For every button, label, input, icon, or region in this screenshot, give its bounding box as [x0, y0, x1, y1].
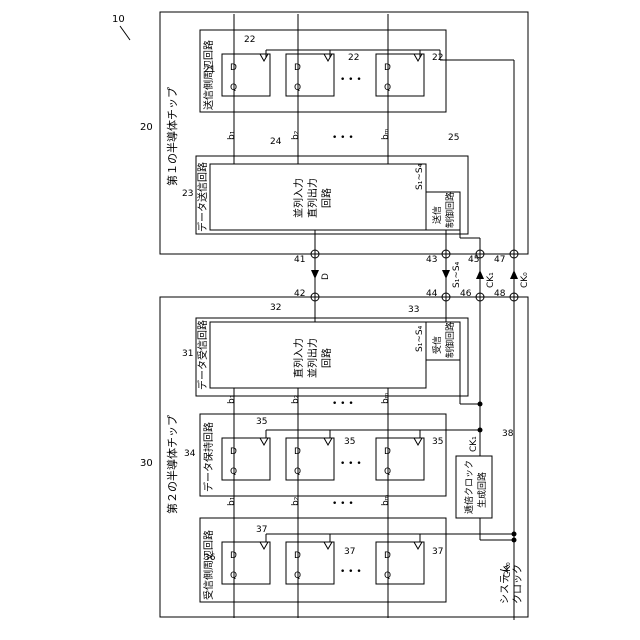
ps-label-1: 並列入力: [292, 178, 305, 218]
ref-23: 23: [182, 189, 193, 199]
sig-s14-pad: S₁~S₄: [452, 261, 462, 288]
sig-s14-tx: S₁~S₄: [415, 163, 425, 190]
ellipsis-tx-ff: • • •: [340, 75, 362, 85]
tx-ctrl-label-1: 送信: [431, 206, 443, 224]
ref-31: 31: [182, 349, 193, 359]
rx-ctrl-label-1: 受信: [431, 336, 443, 354]
ref-35b: 35: [344, 437, 355, 447]
clock-input-icon: [324, 542, 332, 549]
tx-periph-label: 送信側周辺回路: [202, 40, 215, 110]
ref-24: 24: [270, 137, 282, 147]
ref-22c: 22: [432, 53, 443, 63]
clock-input-icon: [414, 542, 422, 549]
sysclk-label-2: クロック: [512, 564, 524, 604]
ps-label-3: 回路: [320, 188, 333, 208]
ref-48: 48: [494, 289, 506, 299]
ref-22b: 22: [348, 53, 359, 63]
ref-32: 32: [270, 303, 281, 313]
clock-input-icon: [414, 438, 422, 445]
ref-20: 20: [140, 122, 153, 133]
ref-36: 36: [204, 553, 216, 563]
ref-46: 46: [460, 289, 472, 299]
sp-label-1: 直列入力: [292, 338, 305, 378]
data-hold-label: データ保持回路: [202, 422, 215, 492]
ref-37b: 37: [344, 547, 355, 557]
clock-input-icon: [260, 542, 268, 549]
clock-input-icon: [260, 438, 268, 445]
clkgen-label-2: 生成回路: [476, 472, 488, 508]
clock-input-icon: [324, 438, 332, 445]
sp-label-3: 回路: [320, 348, 333, 368]
data-tx-label: データ送信回路: [196, 162, 209, 232]
tx-ctrl-label-2: 制御回路: [444, 192, 456, 228]
bit-b2-top: b₂: [291, 130, 301, 140]
rx-ctrl-label-2: 制御回路: [444, 322, 456, 358]
sig-ck1-hold: CK₁: [469, 436, 479, 452]
bit-b1-mid: b₁: [227, 394, 237, 404]
ellipsis-hold-ff: • • •: [340, 459, 362, 469]
bit-b1-bot: b₁: [227, 496, 237, 506]
ref-22a: 22: [244, 35, 255, 45]
ref-38: 38: [502, 429, 514, 439]
bit-bm-bot: bₘ: [381, 494, 391, 506]
bit-b2-bot: b₂: [291, 496, 301, 506]
ellipsis-rx-ff: • • •: [340, 567, 362, 577]
data-rx-label: データ受信回路: [196, 320, 209, 390]
sp-label-2: 並列出力: [306, 338, 319, 378]
ref-42: 42: [294, 289, 305, 299]
ref-35a: 35: [256, 417, 267, 427]
chip2-label: 第２の半導体チップ: [165, 415, 179, 514]
ref-41: 41: [294, 255, 305, 265]
ref-21: 21: [204, 65, 215, 75]
ref-43: 43: [426, 255, 437, 265]
rx-periph-label: 受信側周辺回路: [202, 530, 215, 600]
ellipsis-tx-bits: • • •: [332, 133, 354, 143]
chip1-label: 第１の半導体チップ: [165, 87, 179, 186]
ps-label-2: 直列出力: [306, 178, 319, 218]
bit-bm-mid: bₘ: [381, 392, 391, 404]
ref-35c: 35: [432, 437, 443, 447]
ref-37c: 37: [432, 547, 443, 557]
sig-ck1-pad: CK₁: [486, 272, 496, 288]
clock-input-icon: [324, 54, 332, 61]
sig-s14-rx: S₁~S₄: [415, 325, 425, 352]
ref-30: 30: [140, 458, 153, 469]
ref-25: 25: [448, 133, 459, 143]
bit-bm-top: bₘ: [381, 128, 391, 140]
bit-b2-mid: b₂: [291, 394, 301, 404]
ellipsis-hold-bits: • • •: [332, 499, 354, 509]
clock-input-icon: [414, 54, 422, 61]
ref-44: 44: [426, 289, 438, 299]
ref-33: 33: [408, 305, 419, 315]
ellipsis-rx-bits: • • •: [332, 399, 354, 409]
sig-d: D: [321, 273, 331, 280]
bit-b1-top: b₁: [227, 130, 237, 140]
ref-10: 10: [112, 14, 125, 25]
sig-ck0-pad: CK₀: [520, 272, 530, 288]
ref-45: 45: [468, 255, 479, 265]
ref-34: 34: [184, 449, 196, 459]
sig-ck0-sys: CK₀: [503, 562, 513, 578]
ref-37a: 37: [256, 525, 267, 535]
ref-47: 47: [494, 255, 505, 265]
clkgen-label-1: 逓倍クロック: [463, 460, 475, 514]
clock-input-icon: [260, 54, 268, 61]
